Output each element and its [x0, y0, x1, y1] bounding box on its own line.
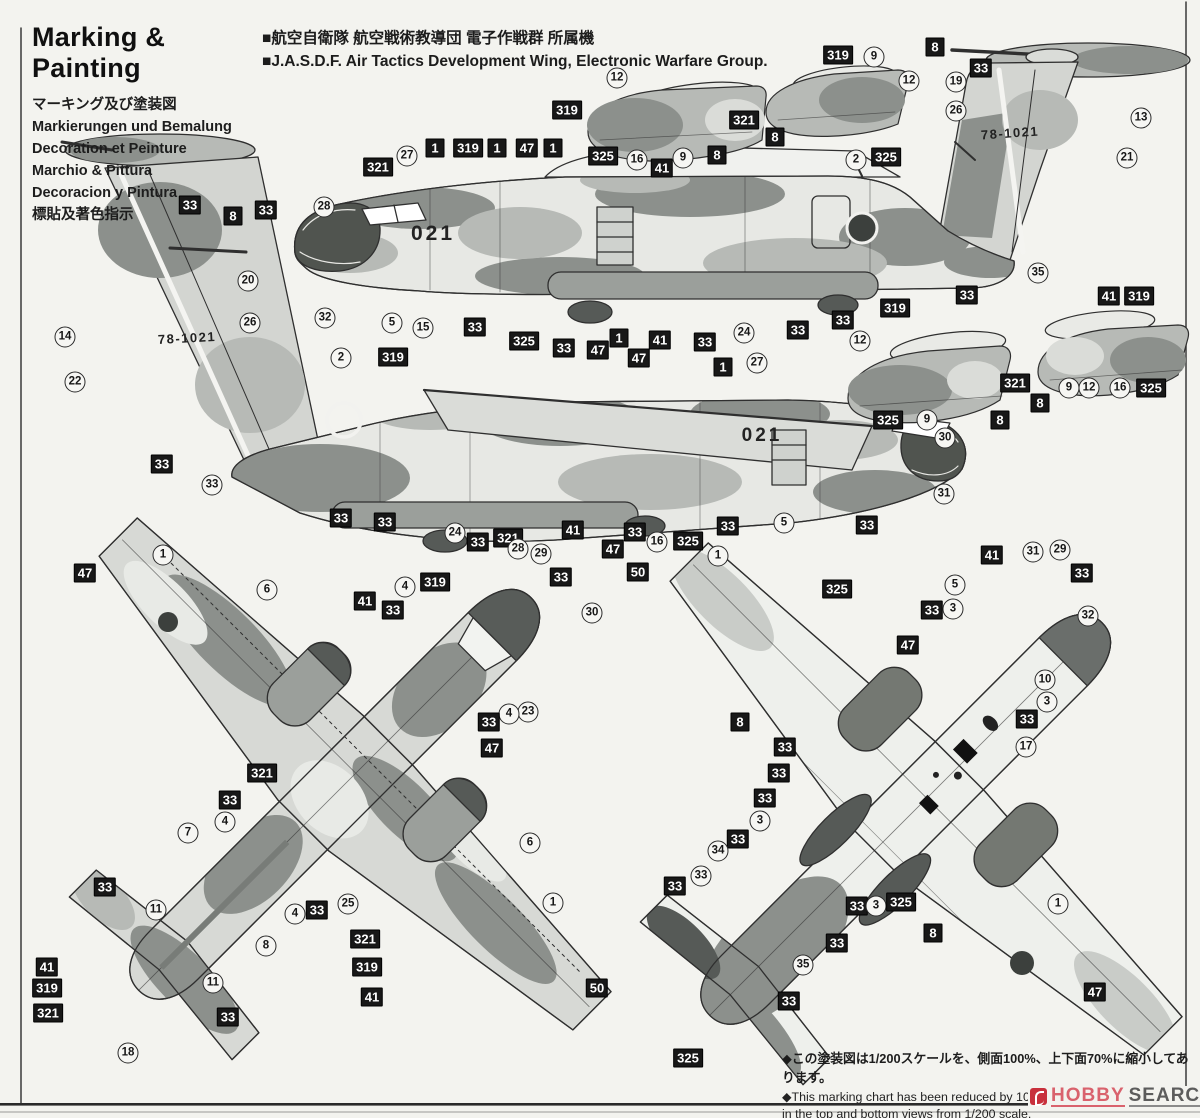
nose-detail-a: [587, 81, 767, 162]
hinomaru-top-view: [158, 612, 178, 632]
title-translation-1: Markierungen und Bemalung: [32, 119, 232, 135]
title-translation-4: Decoracion y Pintura: [32, 185, 178, 201]
footnote-jp: ◆この塗装図は1/200スケールを、側面100%、上下面70%に縮小してあります…: [782, 1051, 1189, 1085]
unit-name-jp: ■航空自衛隊 航空戦術教導団 電子作戦群 所属機: [262, 30, 595, 47]
page-title: Marking & Painting: [32, 22, 166, 83]
tail-number-side2: 78-1021: [157, 328, 217, 348]
hinomaru-side1: [845, 211, 879, 245]
title-translation-3: Marchio & Pittura: [32, 163, 153, 179]
hobbysearch-logo-text-hobby: HOBBY: [1051, 1085, 1125, 1107]
nose-number-side1: 021: [410, 222, 456, 245]
unit-name-en: ■J.A.S.D.F. Air Tactics Development Wing…: [262, 53, 768, 70]
hobbysearch-logo-icon: [1030, 1088, 1047, 1106]
top-view: [0, 360, 769, 1118]
nose-detail-b: [765, 65, 910, 137]
nose-detail-c: [847, 330, 1012, 424]
footnotes: ◆この塗装図は1/200スケールを、側面100%、上下面70%に縮小してあります…: [782, 1048, 1196, 1118]
title-translation-2: Decoration et Peinture: [32, 141, 187, 157]
header: Marking & Painting マーキング及び塗装図 Markierunge…: [32, 22, 262, 226]
title-translation-0: マーキング及び塗装図: [32, 97, 177, 113]
nose-detail-d: [1037, 310, 1190, 397]
unit-block: ■航空自衛隊 航空戦術教導団 電子作戦群 所属機 ■J.A.S.D.F. Air…: [262, 26, 962, 71]
hinomaru-bottom-view: [1010, 951, 1034, 975]
hobbysearch-watermark: HOBBY SEARCH: [1028, 1086, 1200, 1107]
nose-number-side2: 021: [741, 425, 783, 446]
title-translation-5: 標貼及著色指示: [32, 207, 134, 223]
hinomaru-side2: [325, 401, 363, 439]
hobbysearch-logo-text-search: SEARCH: [1128, 1086, 1200, 1107]
